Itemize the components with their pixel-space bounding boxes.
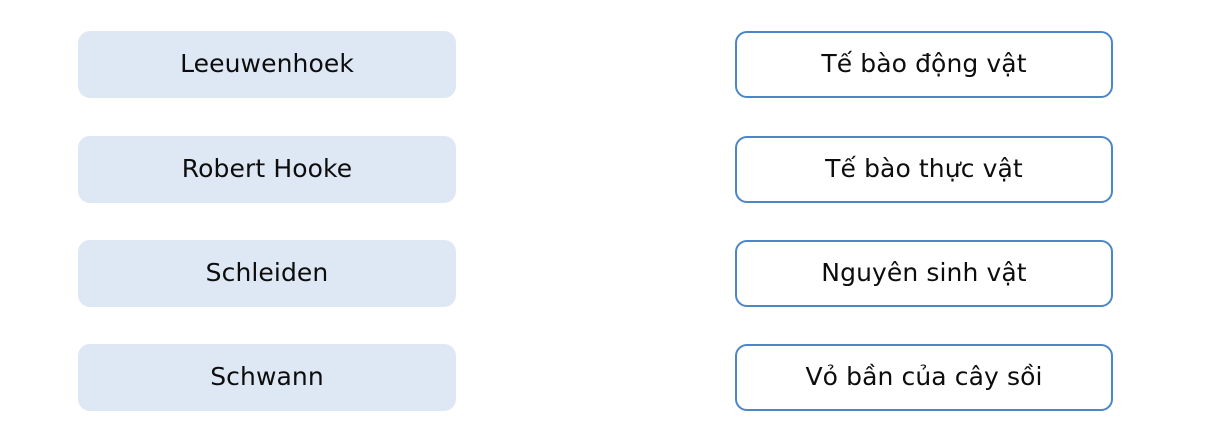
definitions-column: Tế bào động vật Tế bào thực vật Nguyên s… xyxy=(735,0,1113,427)
terms-column: Leeuwenhoek Robert Hooke Schleiden Schwa… xyxy=(78,0,456,427)
term-card-0[interactable]: Leeuwenhoek xyxy=(78,31,456,98)
term-card-1[interactable]: Robert Hooke xyxy=(78,136,456,203)
term-card-2-label: Schleiden xyxy=(205,258,329,288)
definition-card-0-label: Tế bào động vật xyxy=(821,49,1027,79)
definition-card-1-label: Tế bào thực vật xyxy=(825,154,1023,184)
term-card-0-label: Leeuwenhoek xyxy=(180,49,354,79)
term-card-3[interactable]: Schwann xyxy=(78,344,456,411)
definition-card-2[interactable]: Nguyên sinh vật xyxy=(735,240,1113,307)
definition-card-3[interactable]: Vỏ bần của cây sồi xyxy=(735,344,1113,411)
definition-card-3-label: Vỏ bần của cây sồi xyxy=(805,362,1043,392)
definition-card-0[interactable]: Tế bào động vật xyxy=(735,31,1113,98)
definition-card-2-label: Nguyên sinh vật xyxy=(821,258,1027,288)
term-card-2[interactable]: Schleiden xyxy=(78,240,456,307)
definition-card-1[interactable]: Tế bào thực vật xyxy=(735,136,1113,203)
term-card-1-label: Robert Hooke xyxy=(181,154,353,184)
term-card-3-label: Schwann xyxy=(210,362,324,392)
